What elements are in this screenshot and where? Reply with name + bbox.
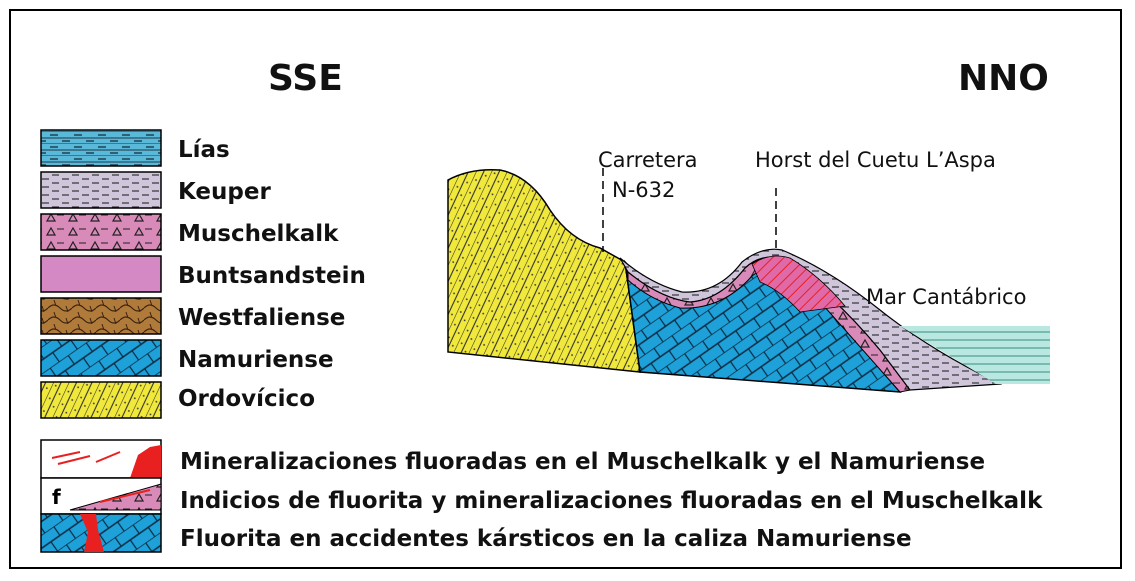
swatch-westfaliense [40,297,162,335]
mineral-swatch-3 [40,513,162,553]
swatch-keuper [40,171,162,209]
swatch-ordovicico [40,381,162,419]
legend-label-muschelkalk: Muschelkalk [178,221,339,247]
swatch-buntsandstein [40,255,162,293]
legend-label-keuper: Keuper [178,179,271,205]
road-label-line1: Carretera [598,148,698,172]
direction-nno: NNO [958,58,1049,99]
cross-section [447,168,1050,393]
swatch-lias [40,129,162,167]
legend-label-ordovicico: Ordovícico [178,386,315,412]
mineral-note-2: Indicios de fluorita y mineralizaciones … [180,488,1043,514]
mineral-swatch-1 [40,439,162,479]
section-sea [900,326,1050,384]
swatch-muschelkalk [40,213,162,251]
sea-label: Mar Cantábrico [866,285,1027,309]
legend-label-namuriense: Namuriense [178,347,334,373]
symbol-letter-f: f [52,485,61,509]
section-keuper [619,248,1003,391]
direction-sse: SSE [268,58,343,99]
mineral-note-1: Mineralizaciones fluoradas en el Muschel… [180,449,986,475]
mineral-swatch-2: f [40,477,162,515]
mineral-note-3: Fluorita en accidentes kársticos en la c… [180,526,912,552]
legend-label-lias: Lías [178,137,230,163]
section-horst-mineral [751,255,846,313]
legend-label-buntsandstein: Buntsandstein [178,263,366,289]
road-label-line2: N-632 [612,178,676,202]
horst-label: Horst del Cuetu L’Aspa [755,148,996,172]
swatch-namuriense [40,339,162,377]
section-ordovicico [447,168,641,373]
legend-label-westfaliense: Westfaliense [178,305,346,331]
